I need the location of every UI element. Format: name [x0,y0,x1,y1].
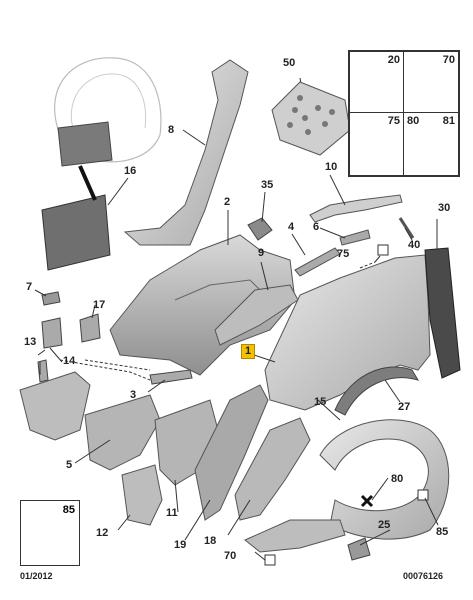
label-85: 85 [436,526,449,538]
part-10 [309,194,403,223]
label-18: 18 [204,535,217,547]
part-5b [84,394,161,471]
part-3 [149,369,193,385]
legend-label-75: 75 [387,115,400,127]
label-50: 50 [283,57,296,69]
part-12 [121,464,163,526]
label-17: 17 [93,299,106,311]
label-6: 6 [313,221,320,233]
label-12: 12 [96,527,109,539]
part-4 [294,247,341,277]
part-70-clip [264,554,276,566]
part-30 [424,247,461,379]
label-19: 19 [174,539,187,551]
part-19 [194,384,269,521]
label-70: 70 [224,550,237,562]
part-8 [123,59,249,246]
part-16 [41,194,111,271]
footer-reference: 00076126 [403,571,444,581]
inset-label-85: 85 [62,504,75,516]
label-9: 9 [258,247,265,259]
part-18 [234,417,311,521]
legend-label-81: 81 [442,115,455,127]
label-4: 4 [288,221,295,233]
label-30: 30 [438,202,451,214]
label-35: 35 [261,179,274,191]
part-75-clip [377,244,389,256]
part-5 [19,371,91,441]
label-7: 7 [26,281,33,293]
label-15: 15 [314,396,327,408]
legend-label-70: 70 [442,54,455,66]
part-2 [109,234,296,376]
label-11: 11 [166,507,178,519]
part-40 [398,217,415,239]
label-27: 27 [398,401,411,413]
part-25 [347,537,371,561]
part-17 [79,313,101,343]
part-50-kit [271,81,351,156]
legend-cell-75: 75 [349,112,404,176]
legend-label-80: 80 [407,115,420,127]
part-16-upper [57,121,113,167]
label-10: 10 [325,161,338,173]
legend-label-20: 20 [387,54,400,66]
fastener-legend-box: 20 70 75 80 81 [348,50,460,177]
label-80: 80 [391,473,404,485]
label-8: 8 [168,124,175,136]
label-14: 14 [63,355,76,367]
part-6 [339,229,371,246]
legend-cell-20: 20 [349,51,404,113]
part-7 [41,291,61,306]
part-85-clip [417,489,429,501]
part-27 [334,366,420,416]
label-13: 13 [24,336,37,348]
part-70-duct [244,519,346,553]
legend-cell-80-81: 80 81 [403,112,459,176]
label-1: 1 [241,344,256,359]
part-14 [41,317,63,349]
label-2: 2 [224,196,231,208]
part-1-fender [264,254,431,411]
footer-date: 01/2012 [20,571,53,581]
label-25: 25 [378,519,391,531]
inset-box-85: 85 [20,500,80,566]
label-40: 40 [408,239,421,251]
label-16: 16 [124,165,137,177]
legend-cell-70: 70 [403,51,459,113]
label-3: 3 [130,389,137,401]
part-80-clip [360,494,374,508]
label-5: 5 [66,459,73,471]
label-75: 75 [337,248,350,260]
part-35 [247,217,273,241]
